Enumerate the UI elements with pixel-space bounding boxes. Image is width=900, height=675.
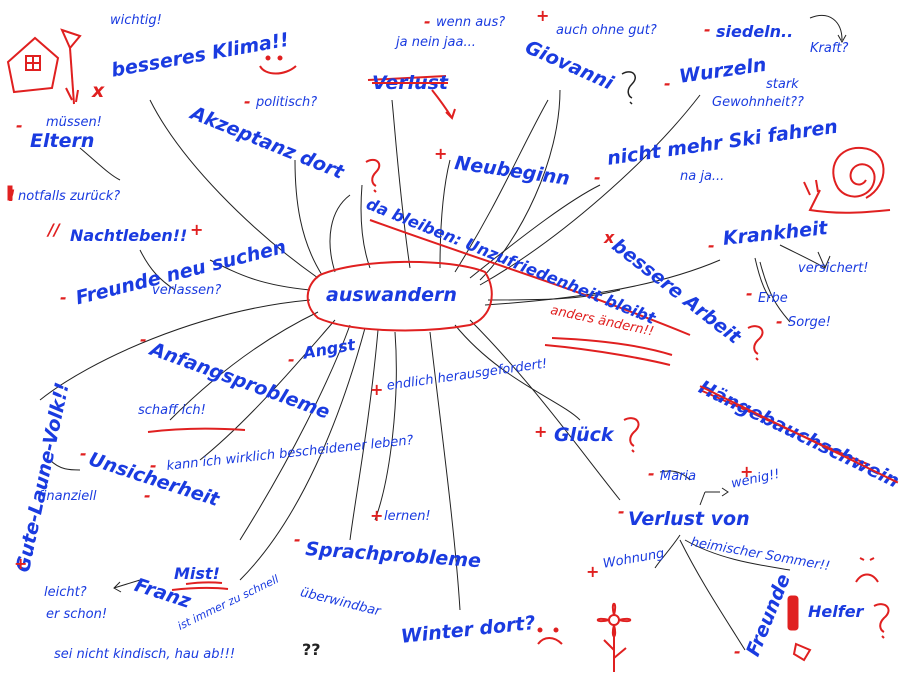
red-strikes bbox=[367, 75, 871, 466]
label-sorge: Sorge! bbox=[788, 315, 832, 330]
sign-minus-unsicherheit: - bbox=[80, 444, 87, 463]
label-maria: Maria bbox=[660, 469, 697, 484]
sign-plus-glueck: + bbox=[534, 422, 548, 441]
sign-minus-wenn-aus: - bbox=[424, 12, 431, 31]
redirect-arrow-icon bbox=[431, 89, 456, 120]
label-wenn-aus: wenn aus? bbox=[436, 15, 506, 30]
label-muessen: müssen! bbox=[46, 115, 102, 130]
label-verlust: Verlust bbox=[372, 72, 449, 94]
label-siedeln: siedeln.. bbox=[716, 22, 794, 41]
sign-minus-freunde-2: - bbox=[734, 642, 741, 661]
label-helfer: Helfer bbox=[808, 602, 864, 621]
label-schaff-ich: schaff ich! bbox=[138, 403, 206, 418]
sign-minus-freunde: - bbox=[60, 288, 67, 307]
sad-face-icon-2 bbox=[855, 557, 879, 583]
sign-x: x bbox=[92, 80, 105, 102]
label-mist: Mist! bbox=[174, 564, 220, 583]
label-nachtleben: Nachtleben!! bbox=[70, 226, 188, 245]
label-question-franz: ?? bbox=[302, 640, 321, 659]
sign-plus-neubeginn: + bbox=[434, 144, 448, 163]
snail-icon bbox=[803, 146, 891, 214]
label-er-schon: er schon! bbox=[46, 607, 108, 622]
sign-minus-maria: - bbox=[648, 464, 655, 483]
sign-plus-gute-laune: + bbox=[14, 554, 28, 573]
center-node: auswandern bbox=[326, 284, 457, 306]
red-question-marks bbox=[365, 158, 890, 639]
black-question-mark bbox=[621, 71, 636, 105]
label-versichert: versichert! bbox=[798, 261, 869, 276]
label-politisch: politisch? bbox=[256, 95, 318, 110]
label-glueck: Glück bbox=[554, 424, 614, 446]
sign-minus-verlust-von: - bbox=[618, 502, 625, 521]
label-auch-ohne: auch ohne gut? bbox=[556, 23, 657, 38]
label-stark: stark bbox=[766, 77, 799, 92]
label-kraft: Kraft? bbox=[810, 41, 849, 56]
sign-plus-wohnung: + bbox=[586, 562, 600, 581]
label-ja-nein: ja nein jaa... bbox=[396, 35, 476, 50]
house-doodle-icon bbox=[6, 28, 82, 105]
sign-minus-ski: - bbox=[594, 168, 601, 187]
sign-minus-angst: - bbox=[288, 350, 295, 369]
sign-minus-politisch: - bbox=[244, 92, 251, 111]
sign-minus-eltern: - bbox=[16, 116, 23, 135]
sign-minus-erbe: - bbox=[746, 284, 753, 303]
smiley-icon bbox=[259, 55, 297, 75]
red-underlines bbox=[147, 337, 673, 591]
sign-slash-nachtleben: // bbox=[48, 220, 60, 239]
sign-plus-auch: + bbox=[536, 6, 550, 25]
sign-plus-wenig: + bbox=[740, 462, 754, 481]
sign-minus-finanziell: - bbox=[144, 486, 151, 505]
sign-minus-wurzeln: - bbox=[664, 74, 671, 93]
label-gewohnheit: Gewohnheit?? bbox=[712, 95, 804, 110]
sign-minus-siedeln: - bbox=[704, 20, 711, 39]
label-leicht: leicht? bbox=[44, 585, 87, 600]
label-verlassen: verlassen? bbox=[152, 283, 222, 298]
sign-plus-lernen: + bbox=[370, 506, 384, 525]
label-verlust-von: Verlust von bbox=[628, 508, 750, 530]
flower-icon bbox=[596, 602, 632, 672]
label-finanziell: finanziell bbox=[38, 489, 97, 504]
label-na-ja: na ja... bbox=[680, 169, 725, 184]
label-wichtig: wichtig! bbox=[110, 13, 162, 28]
label-lernen: lernen! bbox=[384, 509, 431, 524]
connector-lines bbox=[39, 15, 843, 651]
label-eltern: Eltern bbox=[30, 130, 95, 152]
sign-plus-endlich: + bbox=[370, 380, 384, 399]
sign-excl-notfalls: ! bbox=[8, 186, 16, 205]
sign-x-arbeit: x bbox=[604, 228, 615, 247]
small-arrows bbox=[113, 34, 847, 593]
sign-plus-nachtleben: + bbox=[190, 220, 204, 239]
sign-minus-anfang: - bbox=[140, 330, 147, 349]
red-marker-doodles bbox=[7, 185, 812, 662]
sad-face-icon bbox=[537, 627, 563, 645]
sign-minus-sprache: - bbox=[294, 530, 301, 549]
label-sei-nicht: sei nicht kindisch, hau ab!!! bbox=[54, 647, 236, 662]
sign-minus-krankheit: - bbox=[708, 236, 715, 255]
sign-minus-sorge: - bbox=[776, 312, 783, 331]
label-erbe: Erbe bbox=[758, 291, 788, 306]
center-node-outline bbox=[306, 260, 493, 332]
label-notfalls: notfalls zurück? bbox=[18, 189, 121, 204]
sign-minus-bescheiden: - bbox=[150, 456, 157, 475]
